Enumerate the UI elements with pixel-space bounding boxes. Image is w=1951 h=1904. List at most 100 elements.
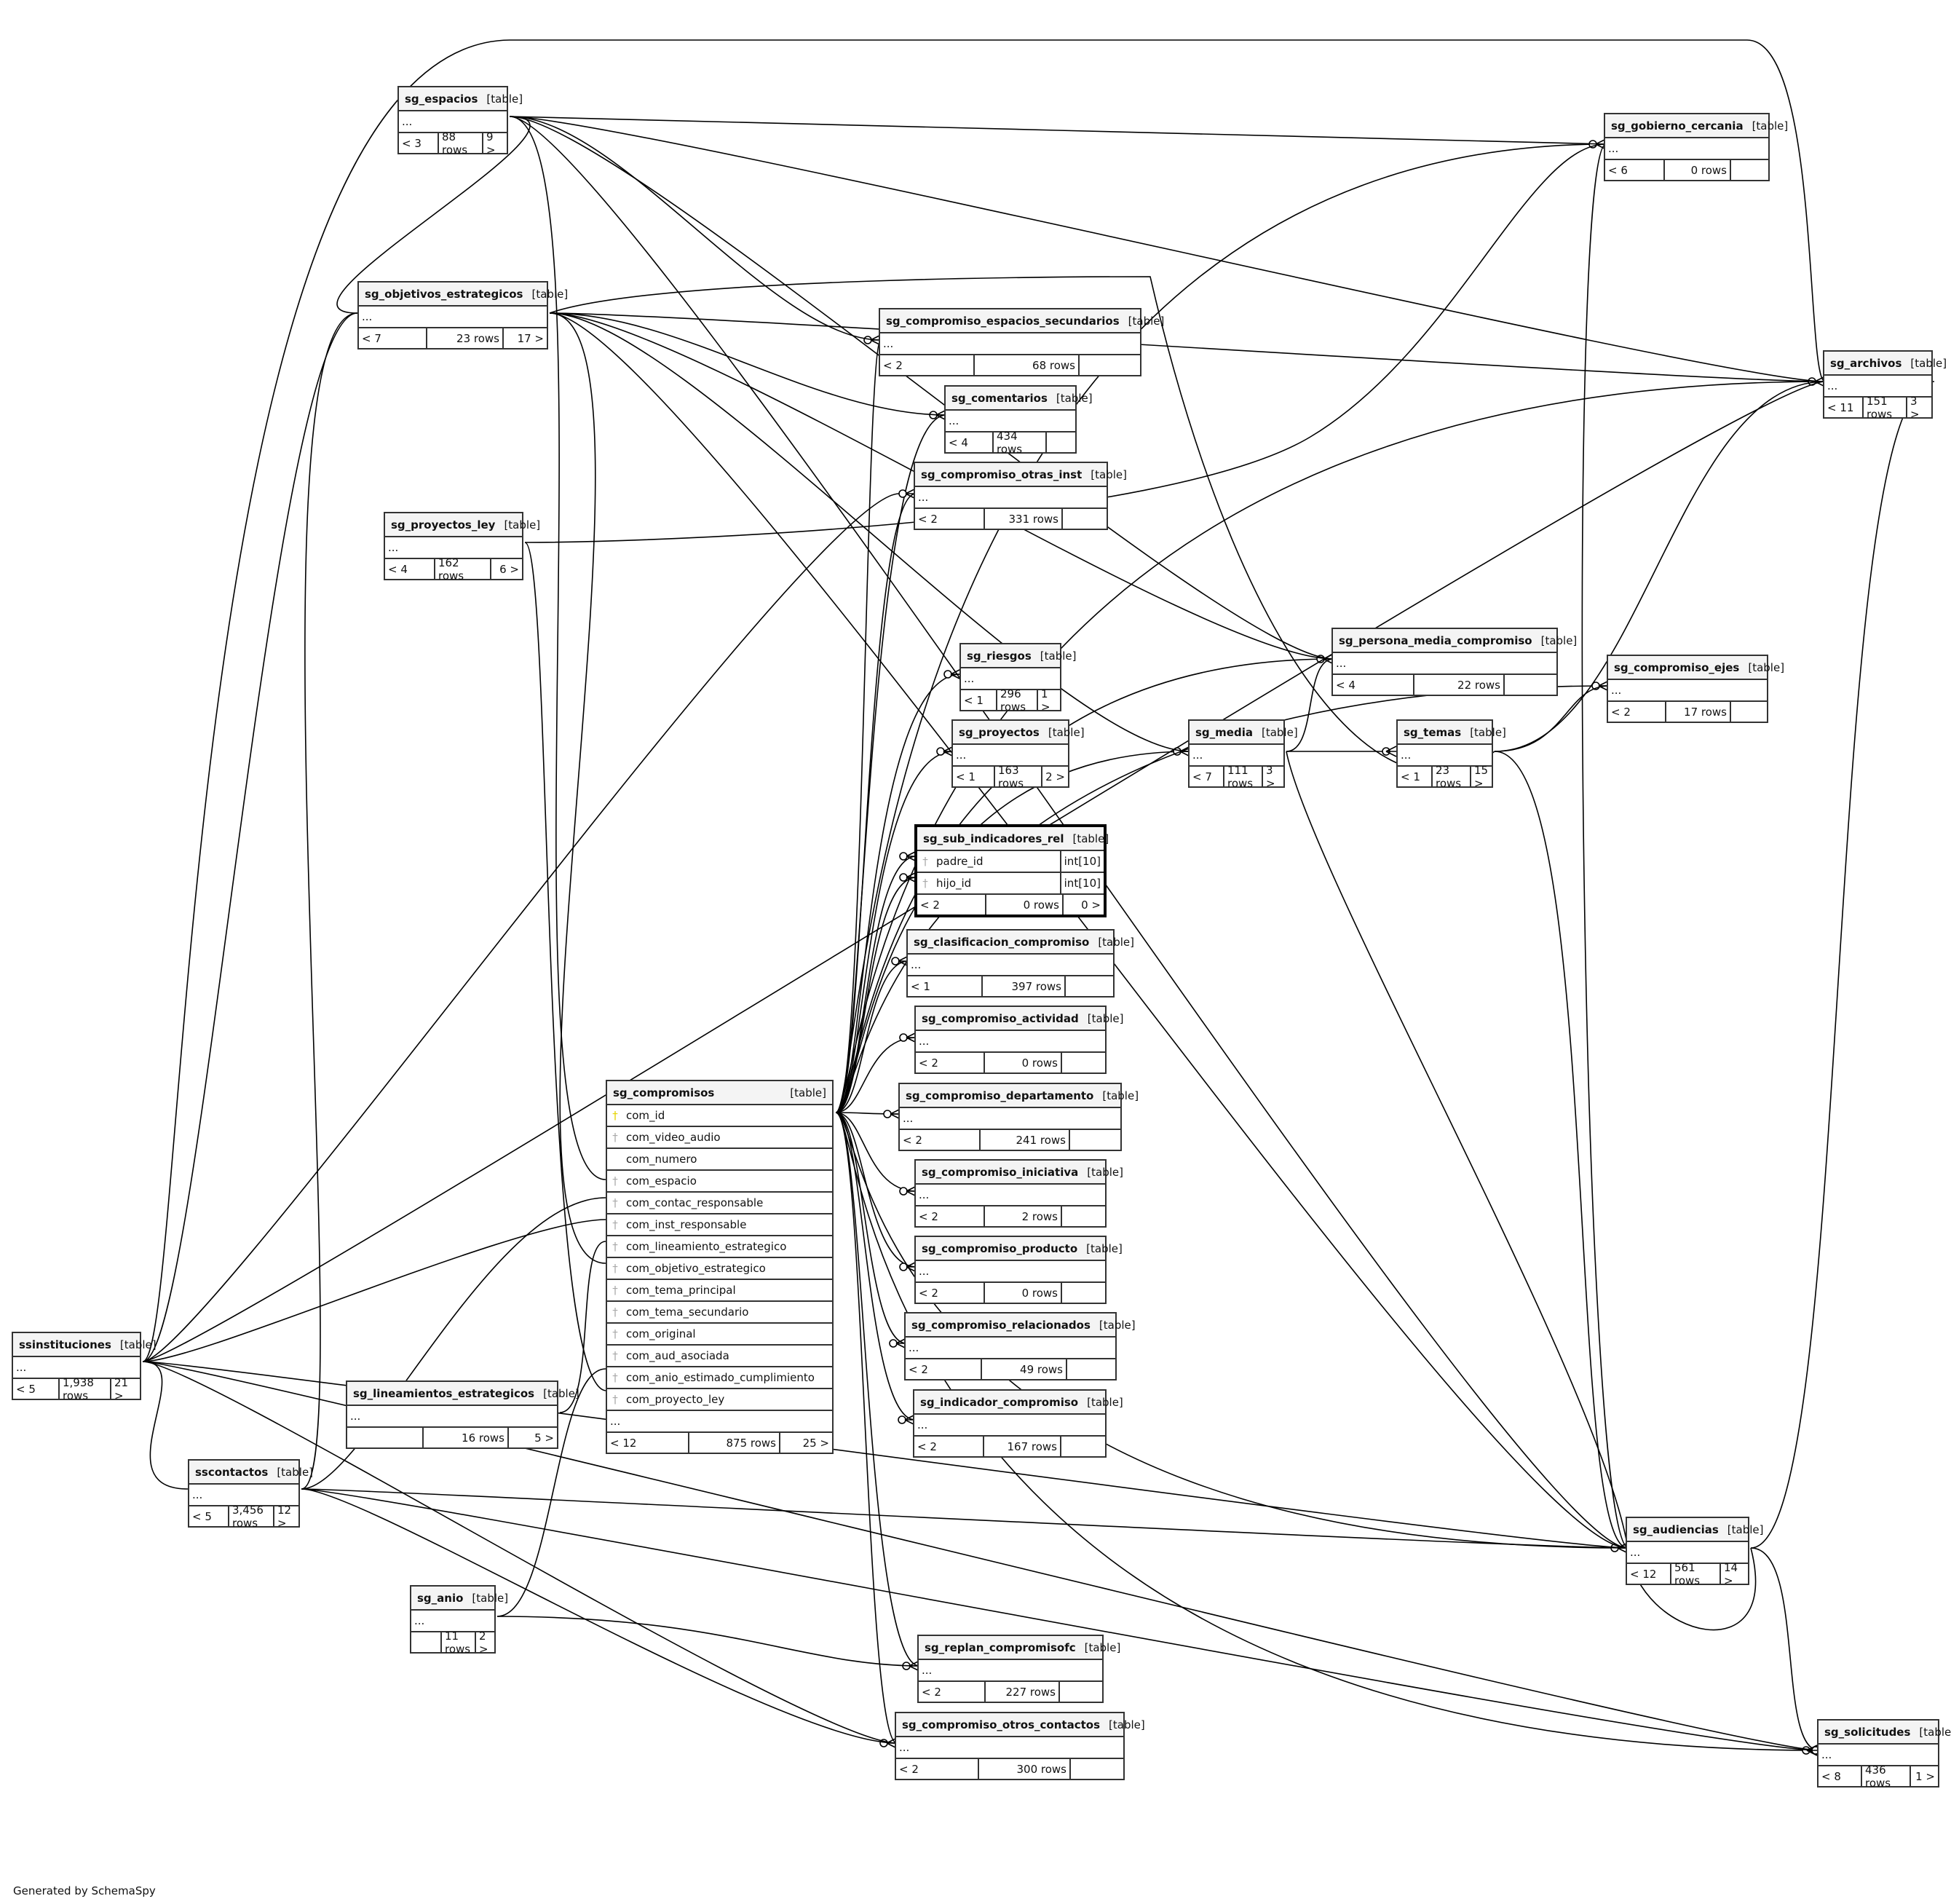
table-header[interactable]: sg_compromiso_otros_contactos[table] bbox=[896, 1713, 1145, 1737]
child-count-link[interactable]: 3 > bbox=[1910, 394, 1920, 421]
child-count-link[interactable]: 5 > bbox=[534, 1431, 554, 1445]
table-name[interactable]: sg_compromiso_otros_contactos bbox=[902, 1718, 1101, 1731]
column-row[interactable]: †com_contac_responsable bbox=[607, 1193, 832, 1214]
table-sg-persona-media-compromiso[interactable]: sg_persona_media_compromiso[table]...< 4… bbox=[1331, 628, 1577, 696]
column-row[interactable]: †com_aud_asociada bbox=[607, 1346, 832, 1367]
table-header[interactable]: sscontactos[table] bbox=[189, 1461, 313, 1485]
parent-count-link[interactable]: < 4 bbox=[1333, 675, 1414, 695]
table-header[interactable]: sg_lineamientos_estrategicos[table] bbox=[347, 1382, 579, 1406]
table-name[interactable]: sg_temas bbox=[1404, 725, 1462, 739]
parent-count-link[interactable]: < 2 bbox=[900, 1130, 981, 1150]
table-name[interactable]: sg_compromiso_relacionados bbox=[911, 1318, 1091, 1332]
parent-count-link[interactable]: < 2 bbox=[916, 1053, 985, 1073]
parent-count-link[interactable]: < 1 bbox=[1398, 767, 1433, 786]
child-count-link[interactable] bbox=[1047, 432, 1075, 452]
parent-count-link[interactable]: < 2 bbox=[906, 1359, 982, 1379]
table-header[interactable]: sg_objetivos_estrategicos[table] bbox=[359, 283, 568, 307]
table-header[interactable]: sg_compromiso_relacionados[table] bbox=[906, 1314, 1136, 1338]
table-header[interactable]: sg_espacios[table] bbox=[399, 87, 523, 111]
table-name[interactable]: sg_sub_indicadores_rel bbox=[923, 831, 1064, 845]
parent-count-link[interactable] bbox=[411, 1632, 442, 1652]
parent-count-link[interactable]: < 2 bbox=[916, 1283, 985, 1303]
table-header[interactable]: sg_riesgos[table] bbox=[961, 644, 1076, 668]
child-count-link[interactable] bbox=[1067, 1359, 1115, 1379]
child-count-link[interactable] bbox=[1062, 1053, 1105, 1073]
parent-count-link[interactable]: < 11 bbox=[1824, 398, 1864, 417]
table-name[interactable]: sg_compromiso_ejes bbox=[1614, 660, 1740, 674]
table-name[interactable]: sg_compromiso_departamento bbox=[906, 1089, 1094, 1102]
table-header[interactable]: sg_compromisos[table] bbox=[607, 1081, 832, 1105]
column-row[interactable]: †com_tema_principal bbox=[607, 1280, 832, 1302]
parent-count-link[interactable]: < 12 bbox=[1627, 1564, 1671, 1584]
column-row[interactable]: †com_proyecto_ley bbox=[607, 1389, 832, 1411]
parent-count-link[interactable]: < 7 bbox=[359, 328, 427, 348]
table-name[interactable]: ssinstituciones bbox=[19, 1338, 111, 1351]
parent-count-link[interactable]: < 4 bbox=[385, 559, 435, 579]
column-row[interactable]: †com_inst_responsable bbox=[607, 1214, 832, 1236]
table-sg-compromiso-espacios-secundarios[interactable]: sg_compromiso_espacios_secundarios[table… bbox=[879, 308, 1164, 376]
child-count-link[interactable]: 2 > bbox=[1045, 770, 1065, 783]
child-count-link[interactable] bbox=[1063, 509, 1107, 529]
table-name[interactable]: sg_anio bbox=[417, 1591, 464, 1605]
child-count-link[interactable]: 6 > bbox=[499, 562, 519, 576]
parent-count-link[interactable]: < 1 bbox=[953, 767, 995, 786]
table-header[interactable]: sg_sub_indicadores_rel[table] bbox=[917, 827, 1109, 851]
child-count-link[interactable]: 1 > bbox=[1915, 1769, 1935, 1783]
parent-count-link[interactable]: < 3 bbox=[399, 133, 439, 153]
child-count-link[interactable]: 25 > bbox=[802, 1436, 829, 1450]
table-header[interactable]: sg_persona_media_compromiso[table] bbox=[1333, 629, 1577, 653]
table-name[interactable]: sg_compromiso_otras_inst bbox=[921, 467, 1083, 481]
child-count-link[interactable] bbox=[1080, 355, 1140, 375]
child-count-link[interactable]: 9 > bbox=[486, 130, 496, 157]
table-name[interactable]: sg_media bbox=[1195, 725, 1253, 739]
table-header[interactable]: sg_compromiso_producto[table] bbox=[916, 1237, 1123, 1261]
child-count-link[interactable] bbox=[1731, 160, 1768, 180]
table-header[interactable]: sg_compromiso_otras_inst[table] bbox=[915, 463, 1127, 487]
table-name[interactable]: sscontactos bbox=[195, 1465, 269, 1479]
column-row[interactable]: †com_lineamiento_estrategico bbox=[607, 1236, 832, 1258]
table-name[interactable]: sg_indicador_compromiso bbox=[920, 1395, 1079, 1409]
table-sg-compromisos[interactable]: sg_compromisos[table]†com_id†com_video_a… bbox=[606, 1080, 834, 1454]
column-row[interactable]: †com_original bbox=[607, 1324, 832, 1346]
table-sg-clasificacion-compromiso[interactable]: sg_clasificacion_compromiso[table]...< 1… bbox=[906, 929, 1134, 998]
table-header[interactable]: sg_proyectos[table] bbox=[953, 721, 1085, 745]
child-count-link[interactable] bbox=[1071, 1759, 1123, 1779]
column-row[interactable]: †com_video_audio bbox=[607, 1127, 832, 1149]
table-header[interactable]: sg_solicitudes[table] bbox=[1819, 1721, 1951, 1745]
child-count-link[interactable]: 0 > bbox=[1081, 898, 1101, 912]
table-name[interactable]: sg_proyectos_ley bbox=[391, 518, 496, 532]
child-count-link[interactable] bbox=[1505, 675, 1556, 695]
table-header[interactable]: sg_indicador_compromiso[table] bbox=[914, 1391, 1123, 1415]
table-header[interactable]: sg_clasificacion_compromiso[table] bbox=[908, 931, 1134, 955]
child-count-link[interactable] bbox=[1731, 702, 1767, 722]
parent-count-link[interactable]: < 4 bbox=[946, 432, 994, 452]
column-row[interactable]: †com_anio_estimado_cumplimiento bbox=[607, 1367, 832, 1389]
table-name[interactable]: sg_audiencias bbox=[1633, 1522, 1719, 1536]
table-name[interactable]: sg_solicitudes bbox=[1824, 1725, 1911, 1739]
parent-count-link[interactable]: < 5 bbox=[189, 1506, 229, 1526]
parent-count-link[interactable]: < 6 bbox=[1605, 160, 1665, 180]
table-name[interactable]: sg_clasificacion_compromiso bbox=[914, 935, 1090, 949]
table-header[interactable]: sg_media[table] bbox=[1190, 721, 1298, 745]
table-name[interactable]: sg_compromiso_producto bbox=[922, 1241, 1078, 1255]
table-header[interactable]: ssinstituciones[table] bbox=[13, 1333, 157, 1357]
table-name[interactable]: sg_objetivos_estrategicos bbox=[365, 287, 523, 301]
child-count-link[interactable]: 12 > bbox=[277, 1503, 292, 1530]
column-row[interactable]: †com_id bbox=[607, 1105, 832, 1127]
table-header[interactable]: sg_compromiso_iniciativa[table] bbox=[916, 1161, 1123, 1185]
table-header[interactable]: sg_gobierno_cercania[table] bbox=[1605, 114, 1788, 138]
child-count-link[interactable] bbox=[1062, 1283, 1105, 1303]
